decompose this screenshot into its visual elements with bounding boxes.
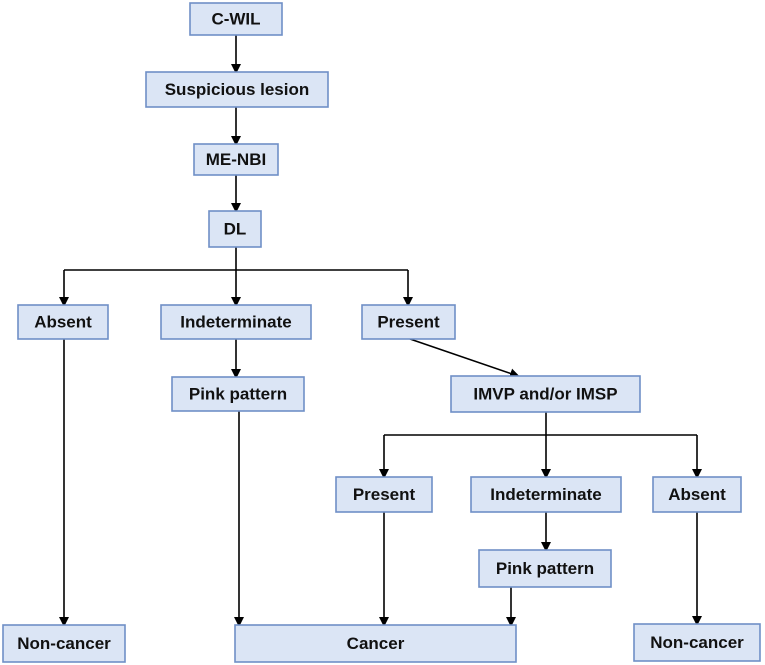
node-imvp-absent-label: Absent (668, 485, 726, 504)
node-non-cancer-left-label: Non-cancer (17, 634, 111, 653)
node-dl-absent-label: Absent (34, 313, 92, 332)
flowchart-edges (59, 35, 702, 627)
node-cancer-label: Cancer (347, 634, 405, 653)
node-non-cancer-left: Non-cancer (2, 624, 126, 663)
node-me-nbi: ME-NBI (193, 143, 279, 176)
node-imvp-present-label: Present (353, 485, 416, 504)
node-me-nbi-label: ME-NBI (206, 150, 266, 169)
node-dl-present-label: Present (377, 313, 440, 332)
node-imvp-absent: Absent (652, 476, 742, 513)
node-pink-pattern-2-label: Pink pattern (496, 559, 594, 578)
node-dl-absent: Absent (17, 304, 109, 340)
node-dl-present: Present (361, 304, 456, 340)
node-imvp-indeterminate: Indeterminate (470, 476, 622, 513)
node-imvp-present: Present (335, 476, 433, 513)
node-cancer: Cancer (234, 624, 517, 663)
node-imvp-indeterminate-label: Indeterminate (490, 485, 601, 504)
node-dl-indeterminate-label: Indeterminate (180, 313, 291, 332)
node-cwil-label: C-WIL (211, 10, 260, 29)
node-non-cancer-right: Non-cancer (633, 623, 761, 662)
node-suspicious-lesion: Suspicious lesion (145, 71, 329, 108)
node-cwil: C-WIL (189, 2, 283, 36)
node-dl: DL (208, 210, 262, 248)
edge-present-to-imvp-imsp (409, 338, 520, 379)
node-imvp-imsp: IMVP and/or IMSP (450, 375, 641, 413)
node-imvp-imsp-label: IMVP and/or IMSP (473, 385, 617, 404)
node-pink-pattern-2: Pink pattern (478, 549, 612, 588)
node-non-cancer-right-label: Non-cancer (650, 633, 744, 652)
node-pink-pattern-1: Pink pattern (171, 376, 305, 412)
node-suspicious-lesion-label: Suspicious lesion (165, 80, 310, 99)
node-pink-pattern-1-label: Pink pattern (189, 385, 287, 404)
node-dl-indeterminate: Indeterminate (160, 304, 312, 340)
node-dl-label: DL (224, 220, 247, 239)
